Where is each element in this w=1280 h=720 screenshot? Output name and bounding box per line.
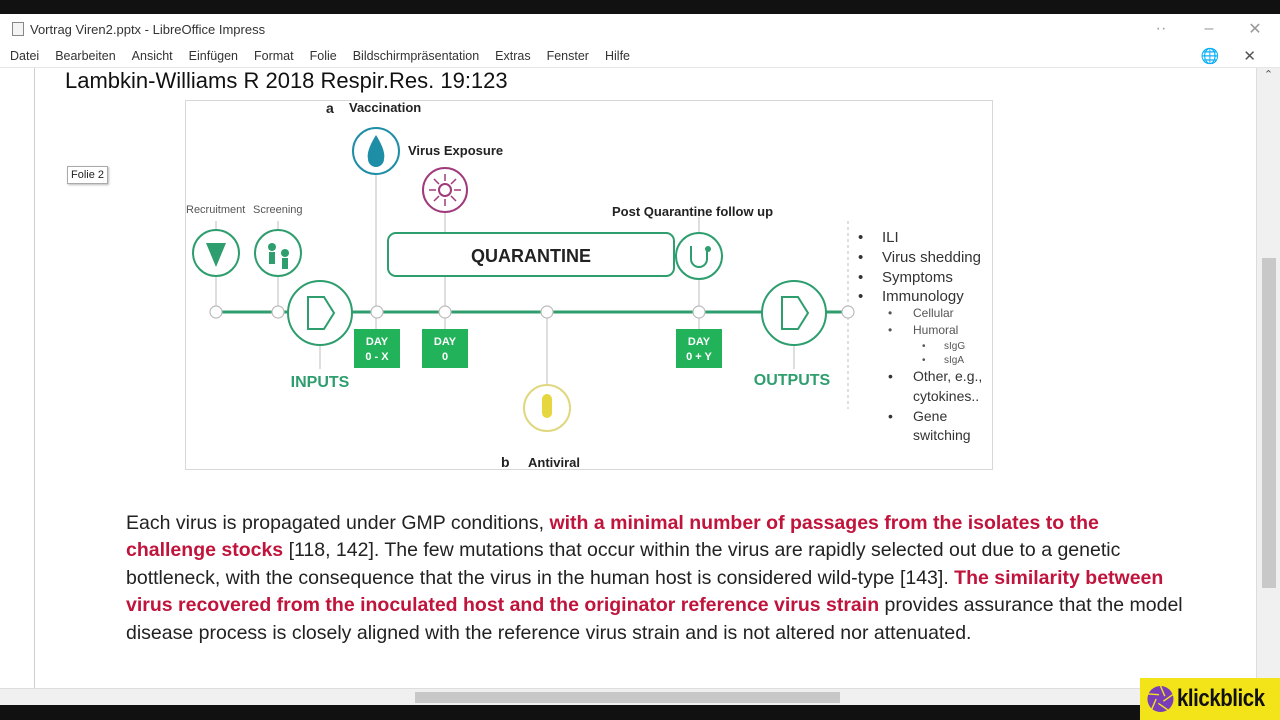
menu-datei[interactable]: Datei xyxy=(10,48,40,63)
horizontal-scrollbar[interactable] xyxy=(0,688,1280,705)
svg-text:•: • xyxy=(888,306,892,320)
svg-text:Vaccination: Vaccination xyxy=(349,101,421,115)
watermark-text: klickblick xyxy=(1176,685,1265,712)
screen-bottom-bar xyxy=(0,705,1280,720)
svg-text:Virus Exposure: Virus Exposure xyxy=(408,143,503,158)
svg-text:Recruitment: Recruitment xyxy=(186,204,245,216)
day-0-box xyxy=(422,329,468,368)
study-design-figure[interactable]: DAY 0 - X DAY 0 DAY 0 + Y a Vaccination Vir… xyxy=(185,100,993,470)
svg-text:•: • xyxy=(858,269,863,286)
svg-text:Screening: Screening xyxy=(253,204,303,216)
slide-pane xyxy=(0,68,35,688)
svg-text:0 + Y: 0 + Y xyxy=(686,351,712,363)
svg-text:•: • xyxy=(858,249,863,266)
svg-text:Gene: Gene xyxy=(913,408,947,424)
menu-folie[interactable]: Folie xyxy=(309,48,337,63)
svg-text:Virus shedding: Virus shedding xyxy=(882,249,981,266)
minimize-button[interactable]: – xyxy=(1204,20,1214,37)
menu-format[interactable]: Format xyxy=(254,48,294,63)
screening-icon xyxy=(254,229,302,277)
menu-einfuegen[interactable]: Einfügen xyxy=(188,48,239,63)
close-window-button[interactable]: ✕ xyxy=(1248,21,1262,38)
svg-text:b: b xyxy=(501,454,510,470)
paragraph-text: Each virus is propagated under GMP condi… xyxy=(126,512,550,534)
svg-text:DAY: DAY xyxy=(434,336,457,348)
svg-text:DAY: DAY xyxy=(366,336,389,348)
paragraph-text: provides assurance that the model diseas… xyxy=(126,594,1183,644)
svg-text:•: • xyxy=(888,368,893,384)
svg-text:OUTPUTS: OUTPUTS xyxy=(754,372,831,389)
inputs-icon xyxy=(287,280,353,346)
svg-text:ILI: ILI xyxy=(882,229,899,246)
day-0-y-box xyxy=(676,329,722,368)
svg-text:Humoral: Humoral xyxy=(913,323,958,337)
menu-bearbeiten[interactable]: Bearbeiten xyxy=(55,48,116,63)
menu-hilfe[interactable]: Hilfe xyxy=(604,48,630,63)
svg-text:sIgG: sIgG xyxy=(944,341,965,352)
slide-tooltip: Folie 2 xyxy=(67,166,109,184)
more-icon[interactable]: ·· xyxy=(1155,20,1167,37)
quarantine-box xyxy=(387,232,675,277)
svg-text:0: 0 xyxy=(442,351,448,363)
svg-text:a: a xyxy=(326,101,334,116)
svg-text:•: • xyxy=(858,229,863,246)
highlight-text: The similarity between virus recovered f… xyxy=(126,566,1164,617)
svg-text:•: • xyxy=(888,408,893,424)
title-bar: Vortrag Viren2.pptx - LibreOffice Impres… xyxy=(0,14,1280,44)
svg-text:INPUTS: INPUTS xyxy=(291,374,350,391)
svg-text:QUARANTINE: QUARANTINE xyxy=(471,246,591,266)
paragraph-text: [118, 142]. The few mutations that occur… xyxy=(126,539,1121,589)
window-title: Vortrag Viren2.pptx - LibreOffice Impres… xyxy=(30,21,266,37)
svg-text:•: • xyxy=(888,323,892,337)
menu-bar: Datei Bearbeiten Ansicht Einfügen Format… xyxy=(0,44,1280,68)
svg-text:sIgA: sIgA xyxy=(944,355,964,366)
day-0-x-box xyxy=(354,329,400,368)
svg-text:•: • xyxy=(858,288,863,305)
svg-text:Antiviral: Antiviral xyxy=(528,455,580,470)
svg-text:0 - X: 0 - X xyxy=(365,351,389,363)
svg-text:cytokines..: cytokines.. xyxy=(913,388,979,404)
svg-text:Immunology: Immunology xyxy=(882,288,964,305)
menu-ansicht[interactable]: Ansicht xyxy=(131,48,173,63)
citation-text[interactable]: Lambkin-Williams R 2018 Respir.Res. 19:1… xyxy=(65,68,508,93)
document-icon xyxy=(12,22,24,36)
klickblick-watermark: klickblick xyxy=(1140,678,1280,720)
stethoscope-icon xyxy=(675,232,723,280)
globe-icon[interactable]: 🌐 xyxy=(1200,48,1220,65)
svg-text:•: • xyxy=(922,341,926,352)
svg-text:•: • xyxy=(922,355,926,366)
screen-top-bar xyxy=(0,0,1280,14)
menu-fenster[interactable]: Fenster xyxy=(546,48,589,63)
svg-text:Cellular: Cellular xyxy=(913,306,954,320)
vertical-scrollbar[interactable]: ⌃ xyxy=(1256,68,1280,688)
menu-extras[interactable]: Extras xyxy=(495,48,531,63)
svg-text:Post Quarantine follow up: Post Quarantine follow up xyxy=(612,204,773,219)
vertical-scroll-thumb[interactable] xyxy=(1262,258,1276,588)
svg-text:switching: switching xyxy=(913,427,971,443)
outputs-icon xyxy=(761,280,827,346)
svg-text:DAY: DAY xyxy=(688,336,711,348)
svg-text:Other, e.g.,: Other, e.g., xyxy=(913,368,982,384)
menu-bildschirmpraesentation[interactable]: Bildschirmpräsentation xyxy=(352,48,480,63)
recruitment-glyph xyxy=(206,243,226,267)
body-paragraph[interactable]: Each virus is propagated under GMP condi… xyxy=(126,510,1186,647)
close-document-icon[interactable]: ✕ xyxy=(1243,48,1256,65)
svg-text:Symptoms: Symptoms xyxy=(882,269,953,286)
horizontal-scroll-thumb[interactable] xyxy=(415,692,840,703)
highlight-text: with a minimal number of passages from t… xyxy=(126,512,1099,562)
aperture-icon xyxy=(1147,685,1174,713)
